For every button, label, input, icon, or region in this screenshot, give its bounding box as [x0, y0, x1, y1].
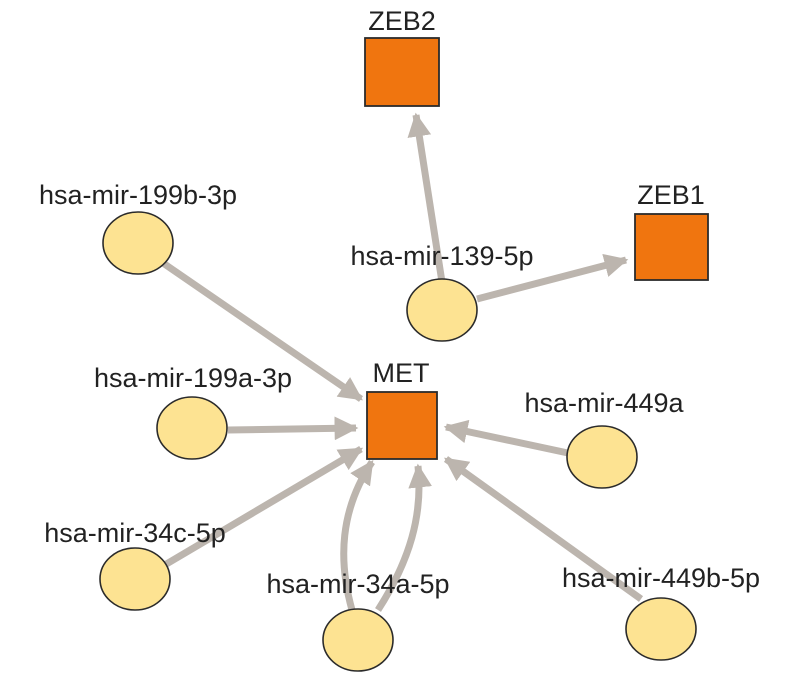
node-zeb1[interactable]: [634, 213, 709, 281]
node-mir1395p[interactable]: [406, 278, 478, 342]
node-mir34a5p[interactable]: [322, 608, 394, 672]
edge-mir199b3p-met[interactable]: [161, 260, 363, 402]
gene-nodes: [364, 37, 709, 460]
node-mir199b3p[interactable]: [102, 211, 174, 275]
edge-mir34c5p-met[interactable]: [161, 445, 364, 570]
node-mir449b5p[interactable]: [625, 597, 697, 661]
edge-mir449a-met[interactable]: [443, 419, 569, 457]
label-zeb2: ZEB2: [368, 6, 436, 36]
node-mir449a[interactable]: [566, 425, 638, 489]
edge-mir34a5p-met-right[interactable]: [375, 463, 433, 612]
label-met: MET: [373, 358, 430, 388]
label-zeb1: ZEB1: [637, 180, 705, 210]
edge-mir449b5p-met[interactable]: [443, 456, 644, 602]
label-mir34c5p: hsa-mir-34c-5p: [44, 518, 226, 548]
label-mir199b3p: hsa-mir-199b-3p: [39, 180, 237, 210]
edge-mir34a5p-met-left[interactable]: [340, 460, 375, 611]
edge-mir1395p-zeb2[interactable]: [407, 112, 446, 283]
label-mir34a5p: hsa-mir-34a-5p: [266, 569, 449, 599]
mirna-nodes: [99, 211, 697, 672]
node-mir199a3p[interactable]: [156, 396, 228, 460]
node-labels: ZEB2 ZEB1 MET hsa-mir-199b-3p hsa-mir-13…: [39, 6, 760, 599]
label-mir199a3p: hsa-mir-199a-3p: [94, 363, 292, 393]
label-mir1395p: hsa-mir-139-5p: [350, 241, 533, 271]
edge-mir199a3p-met[interactable]: [227, 416, 359, 441]
node-zeb2[interactable]: [364, 37, 440, 107]
label-mir449a: hsa-mir-449a: [524, 388, 684, 418]
edge-mir1395p-zeb1[interactable]: [476, 253, 629, 303]
edges: [161, 112, 644, 612]
label-mir449b5p: hsa-mir-449b-5p: [562, 563, 760, 593]
node-met[interactable]: [366, 391, 438, 460]
node-mir34c5p[interactable]: [99, 547, 171, 611]
